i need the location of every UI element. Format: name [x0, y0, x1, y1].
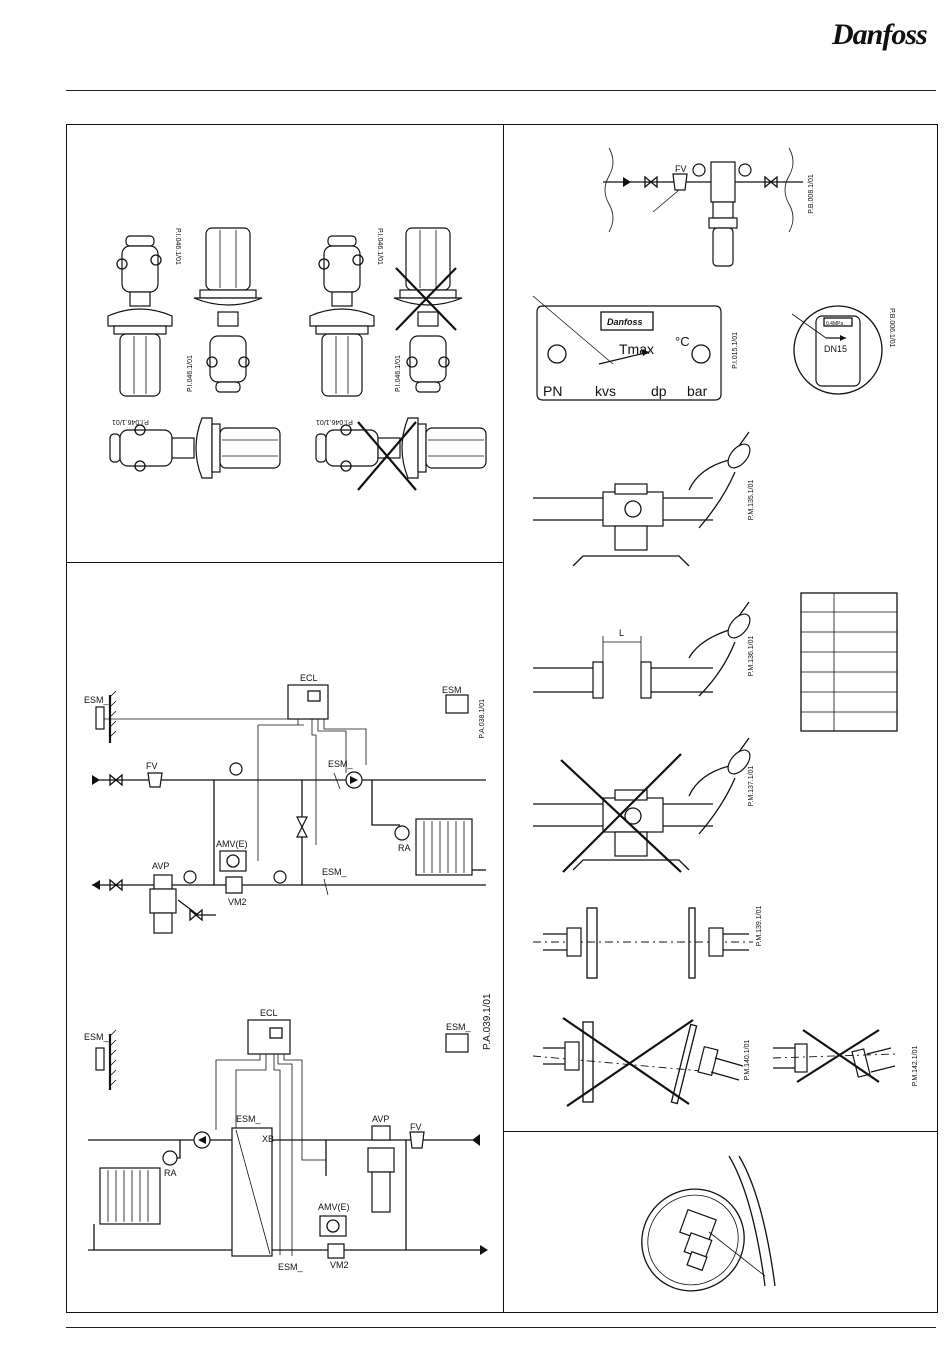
s2-ra: RA [164, 1168, 177, 1178]
s2-avp: AVP [372, 1114, 389, 1124]
s2-ecl: ECL [260, 1008, 278, 1018]
weld-2-gap: L [619, 628, 624, 638]
controller-upright-ok [107, 235, 173, 397]
ref-horiz-2: P.I.046.1/01 [316, 418, 353, 425]
nameplate-kvs: kvs [595, 383, 616, 399]
controller-hanging-wrong [393, 227, 463, 393]
s1-avp: AVP [152, 861, 169, 871]
s1-esm-supply: ESM_ [328, 759, 354, 769]
install-top-figure: FV P.B.008.1/01 [603, 147, 815, 267]
s2-ref: P.A.039.1/01 [482, 993, 493, 1050]
s2-esm-room: ESM_ [84, 1032, 110, 1042]
ref-hang-2: P.I.046.1/01 [395, 355, 402, 392]
nameplate-tmax: Tmax [619, 341, 654, 357]
danfoss-logo: Danfoss [832, 18, 928, 51]
nameplate-ref: P.I.015.1/01 [732, 332, 739, 369]
weld-3-figure: P.M.137.1/01 [533, 737, 755, 873]
s2-esm-bottom: ESM_ [278, 1262, 304, 1272]
top-ref: P.B.008.1/01 [808, 174, 815, 214]
flange-ok-figure: P.M.139.1/01 [533, 906, 763, 979]
schematic-2: ECL ESM_ ESM_ P.A.039.1/01 ESM_ XB RA AV… [84, 993, 493, 1272]
controller-horizontal-wrong [315, 417, 487, 479]
s2-xb: XB [262, 1134, 274, 1144]
ref-upright-2: P.I.046.1/01 [376, 228, 383, 265]
weld-2-ref: P.M.136.1/01 [748, 636, 755, 677]
nameplate-dp: dp [651, 383, 667, 399]
flange-bad-figure: P.M.140.1/01 P.M.142.1/01 [532, 1017, 919, 1107]
body-dn: DN15 [824, 344, 847, 354]
flange-ok-ref: P.M.139.1/01 [756, 906, 763, 947]
ref-hang-1: P.I.046.1/01 [187, 355, 194, 392]
weld-1-figure: P.M.135.1/01 [533, 431, 755, 567]
s1-esm-outdoor: ESM_ [442, 685, 468, 695]
orientation-figure: P.I.046.1/01 P.I.046.1/01 P.I.046.1/01 P… [107, 227, 487, 491]
body-top: 0.4MPa [826, 321, 843, 327]
weld-1-ref: P.M.135.1/01 [748, 480, 755, 521]
s2-esm-hx: ESM_ [236, 1114, 262, 1124]
s2-fv: FV [410, 1122, 422, 1132]
controller-upright-ok-2 [309, 235, 375, 397]
s2-amv: AMV(E) [318, 1202, 350, 1212]
schematic-1: ECL ESM_ ESM_ P.A.038.1/01 FV ESM_ RA AM… [84, 673, 486, 934]
top-fv: FV [675, 164, 687, 174]
controller-hanging-ok [193, 227, 263, 393]
s1-amv: AMV(E) [216, 839, 248, 849]
spec-table [800, 592, 898, 732]
s2-esm-outdoor: ESM_ [446, 1022, 472, 1032]
ref-upright-1: P.I.046.1/01 [174, 228, 181, 265]
s2-vm2: VM2 [330, 1260, 349, 1270]
nameplate-logo: Danfoss [607, 317, 643, 327]
s1-ra: RA [398, 843, 411, 853]
nameplate-figure: Danfoss Tmax °C PN kvs dp bar P.I.015.1/… [532, 295, 739, 401]
controller-horizontal-ok [109, 417, 281, 479]
body-ref: P.B.006.1/01 [888, 308, 895, 348]
flange-bad-ref: P.M.140.1/01 [744, 1040, 751, 1081]
header-rule [66, 90, 936, 91]
ref-horiz-1: P.I.046.1/01 [112, 418, 149, 425]
s1-ecl: ECL [300, 673, 318, 683]
panel-accessory [503, 1131, 938, 1313]
weld-3-ref: P.M.137.1/01 [748, 766, 755, 807]
body-marking-figure: 0.4MPa DN15 P.B.006.1/01 [791, 305, 895, 395]
footer-rule [66, 1327, 936, 1328]
weld-2-figure: L P.M.136.1/01 [533, 601, 755, 699]
s1-ref: P.A.038.1/01 [479, 699, 486, 739]
s1-fv: FV [146, 761, 158, 771]
nameplate-pn: PN [543, 383, 562, 399]
nameplate-bar: bar [687, 383, 708, 399]
thread-bad-ref: P.M.142.1/01 [912, 1046, 919, 1087]
nameplate-unit: °C [675, 334, 690, 349]
s1-esm-room: ESM_ [84, 695, 110, 705]
s1-vm2: VM2 [228, 897, 247, 907]
accessory-figure [641, 1155, 776, 1292]
s1-esm-return: ESM_ [322, 867, 348, 877]
